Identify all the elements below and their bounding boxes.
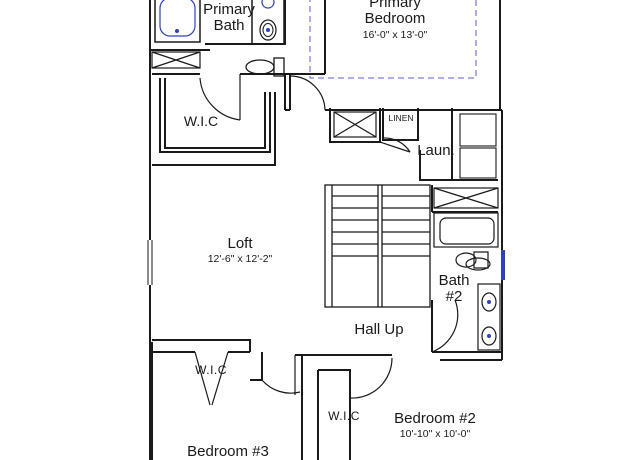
bath2-label: Bath #2 — [438, 272, 470, 305]
laundry-machines — [459, 113, 497, 179]
bedroom3-label: Bedroom #3 — [187, 443, 269, 460]
loft-window — [147, 240, 153, 285]
hall-label: Hall Up — [354, 321, 404, 338]
bedroom2-label: Bedroom #2 10'-10" x 10'-0" — [394, 410, 476, 440]
tray-ceiling-outline — [309, 0, 477, 79]
linen-shelf — [333, 111, 377, 138]
walls — [149, 0, 503, 460]
wic-upper-label: W.I.C — [183, 113, 219, 129]
primary-sink — [251, 0, 285, 45]
door-swings — [194, 74, 459, 406]
laundry-label: Laun. — [417, 142, 455, 159]
primary-toilet — [245, 57, 285, 77]
shelf-cabinet — [151, 51, 201, 69]
wic-bedroom3-label: W.I.C — [195, 363, 227, 377]
wic-bedroom2-label: W.I.C — [328, 409, 360, 423]
linen-label: LINEN — [388, 113, 414, 123]
staircase — [324, 184, 431, 308]
primary-bath-label: Primary Bath — [203, 1, 255, 34]
primary-bathtub — [154, 0, 201, 43]
primary-bedroom-label: Primary Bedroom 16'-0" x 13'-0" — [362, 0, 428, 41]
bath2-fixtures — [433, 187, 501, 351]
loft-label: Loft 12'-6" x 12'-2" — [207, 235, 273, 265]
bath2-accents — [487, 250, 505, 338]
